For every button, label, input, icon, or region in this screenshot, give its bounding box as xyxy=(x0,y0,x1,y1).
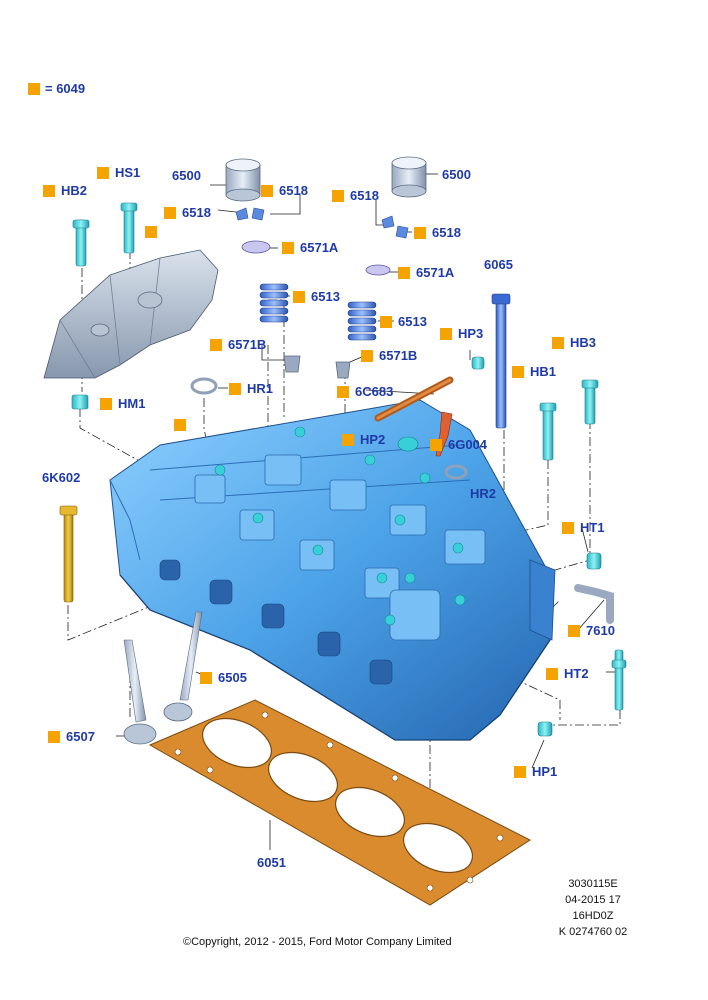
valve-train-right xyxy=(335,215,409,379)
callout-hp2[interactable]: HP2 xyxy=(342,432,385,447)
hardware-bolts xyxy=(71,202,627,737)
callout-ht1[interactable]: HT1 xyxy=(562,520,605,535)
hose-7610 xyxy=(574,584,614,624)
head-gasket xyxy=(148,699,531,906)
valve-6507 xyxy=(123,639,157,745)
reference-line: K 0274760 02 xyxy=(558,926,628,938)
stud-6k602 xyxy=(59,505,78,603)
callout-6571a-left[interactable]: 6571A xyxy=(282,240,338,255)
callout-hb2[interactable]: HB2 xyxy=(43,183,87,198)
valve-train-left xyxy=(190,207,301,395)
callout-hs1[interactable]: HS1 xyxy=(97,165,140,180)
callout-6571a-right[interactable]: 6571A xyxy=(398,265,454,280)
callout-6571b-left[interactable]: 6571B xyxy=(210,337,266,352)
legend: = 6049 xyxy=(28,81,85,96)
callout-6518-left-1[interactable]: 6518 xyxy=(261,183,308,198)
valve-6505 xyxy=(163,611,203,722)
callout-6500-left[interactable]: 6500 xyxy=(172,168,201,183)
cylinder-head xyxy=(109,399,556,741)
copyright-notice: ©Copyright, 2012 - 2015, Ford Motor Comp… xyxy=(183,936,452,948)
callout-6500-right[interactable]: 6500 xyxy=(442,167,471,182)
callout-6505[interactable]: 6505 xyxy=(200,670,247,685)
tube-6c683 xyxy=(374,376,454,422)
legend-marker xyxy=(28,82,40,95)
callout-6513-left[interactable]: 6513 xyxy=(293,289,340,304)
legend-text: = 6049 xyxy=(45,81,86,96)
callout-6065[interactable]: 6065 xyxy=(484,257,513,272)
callout-head-marker[interactable] xyxy=(174,419,186,431)
callout-6507[interactable]: 6507 xyxy=(48,729,95,744)
callout-cover-marker[interactable] xyxy=(145,226,157,238)
reference-line: 3030115E xyxy=(568,878,618,890)
cam-cover xyxy=(43,249,219,379)
callout-ht2[interactable]: HT2 xyxy=(546,666,589,681)
callout-6518-left-2[interactable]: 6518 xyxy=(164,205,211,220)
callout-6571b-right[interactable]: 6571B xyxy=(361,348,417,363)
reference-line: 16HD0Z xyxy=(572,910,614,922)
callout-hm1[interactable]: HM1 xyxy=(100,396,145,411)
callout-6518-right-1[interactable]: 6518 xyxy=(332,188,379,203)
callout-6513-right[interactable]: 6513 xyxy=(380,314,427,329)
callout-6g004[interactable]: 6G004 xyxy=(430,437,487,452)
seal-hr2 xyxy=(444,464,468,480)
callout-6c683[interactable]: 6C683 xyxy=(337,384,393,399)
callout-hb1[interactable]: HB1 xyxy=(512,364,556,379)
bolt-6065 xyxy=(491,293,511,429)
callout-hp3[interactable]: HP3 xyxy=(440,326,483,341)
reference-line: 04-2015 17 xyxy=(565,894,621,906)
tappet-right xyxy=(391,156,427,198)
callout-hr1[interactable]: HR1 xyxy=(229,381,273,396)
callout-hp1[interactable]: HP1 xyxy=(514,764,557,779)
callout-hb3[interactable]: HB3 xyxy=(552,335,596,350)
callout-7610[interactable]: 7610 xyxy=(568,623,615,638)
callout-6k602[interactable]: 6K602 xyxy=(42,470,81,485)
callout-6518-right-2[interactable]: 6518 xyxy=(414,225,461,240)
tappet-left xyxy=(225,158,261,202)
plug-hp2 xyxy=(397,436,419,452)
callout-hr2[interactable]: HR2 xyxy=(470,486,497,501)
callout-6051[interactable]: 6051 xyxy=(257,855,286,870)
reference-block: 3030115E 04-2015 17 16HD0Z K 0274760 02 xyxy=(538,876,648,940)
